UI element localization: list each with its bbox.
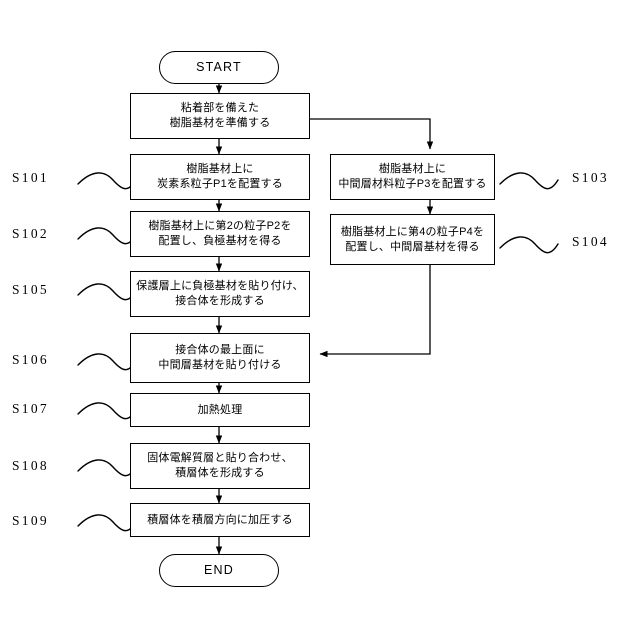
node-s106-line-2: 中間層基材を貼り付ける bbox=[158, 359, 282, 371]
node-end-label: END bbox=[204, 563, 234, 578]
step-label-s101: S101 bbox=[12, 170, 49, 185]
step-label-s106: S106 bbox=[12, 352, 49, 367]
node-s106-line-1: 接合体の最上面に bbox=[175, 344, 265, 357]
node-s103[interactable]: 樹脂基材上に 中間層材料粒子P3を配置する bbox=[330, 154, 495, 200]
leader-wave-s102 bbox=[77, 227, 137, 245]
node-s106[interactable]: 接合体の最上面に 中間層基材を貼り付ける bbox=[130, 333, 310, 383]
node-s108-line-2: 積層体を形成する bbox=[175, 467, 265, 479]
connector-s104-to-s106 bbox=[319, 265, 431, 358]
node-s104-line-1: 樹脂基材上に第4の粒子P4を bbox=[340, 225, 485, 238]
step-label-s107: S107 bbox=[12, 401, 49, 416]
node-s101[interactable]: 樹脂基材上に 炭素系粒子P1を配置する bbox=[130, 154, 310, 200]
node-prepare-resin-substrate[interactable]: 粘着部を備えた 樹脂基材を準備する bbox=[130, 93, 310, 139]
step-label-s109: S109 bbox=[12, 513, 49, 528]
node-prepare-line-2: 樹脂基材を準備する bbox=[169, 117, 271, 129]
node-end[interactable]: END bbox=[159, 554, 279, 587]
leader-wave-s108 bbox=[77, 459, 137, 477]
node-s109[interactable]: 積層体を積層方向に加圧する bbox=[130, 503, 310, 537]
node-s103-line-1: 樹脂基材上に bbox=[378, 163, 447, 176]
node-start[interactable]: START bbox=[159, 51, 279, 84]
leader-wave-s101 bbox=[77, 172, 137, 190]
leader-wave-s105 bbox=[77, 283, 137, 301]
step-label-s108: S108 bbox=[12, 458, 49, 473]
step-label-s104: S104 bbox=[572, 234, 609, 249]
node-s105[interactable]: 保護層上に負極基材を貼り付け、 接合体を形成する bbox=[130, 271, 310, 317]
leader-wave-s109 bbox=[77, 514, 137, 532]
node-start-label: START bbox=[196, 60, 242, 75]
node-s107-line-1: 加熱処理 bbox=[197, 403, 243, 416]
step-label-s105: S105 bbox=[12, 282, 49, 297]
step-label-s103: S103 bbox=[572, 170, 609, 185]
node-s101-line-1: 樹脂基材上に bbox=[186, 163, 254, 176]
node-s107[interactable]: 加熱処理 bbox=[130, 393, 310, 427]
node-s103-line-2: 中間層材料粒子P3を配置する bbox=[338, 178, 487, 190]
leader-wave-s107 bbox=[77, 402, 137, 420]
leader-wave-s103 bbox=[499, 172, 559, 190]
node-s102-line-1: 樹脂基材上に第2の粒子P2を bbox=[148, 220, 292, 233]
node-s104[interactable]: 樹脂基材上に第4の粒子P4を 配置し、中間層基材を得る bbox=[330, 214, 495, 265]
node-s105-line-1: 保護層上に負極基材を貼り付け、 bbox=[136, 280, 304, 293]
leader-wave-s104 bbox=[499, 236, 559, 254]
node-s101-line-2: 炭素系粒子P1を配置する bbox=[157, 178, 283, 190]
node-s105-line-2: 接合体を形成する bbox=[175, 295, 265, 307]
step-label-s102: S102 bbox=[12, 226, 49, 241]
leader-wave-s106 bbox=[77, 353, 137, 371]
connector-prepare-to-s103 bbox=[310, 118, 434, 150]
node-s102-line-2: 配置し、負極基材を得る bbox=[158, 235, 282, 247]
node-s108[interactable]: 固体電解質層と貼り合わせ、 積層体を形成する bbox=[130, 443, 310, 489]
node-s102[interactable]: 樹脂基材上に第2の粒子P2を 配置し、負極基材を得る bbox=[130, 211, 310, 257]
node-s108-line-1: 固体電解質層と貼り合わせ、 bbox=[147, 452, 293, 465]
node-s109-line-1: 積層体を積層方向に加圧する bbox=[147, 513, 293, 526]
node-s104-line-2: 配置し、中間層基材を得る bbox=[345, 240, 480, 253]
node-prepare-line-1: 粘着部を備えた bbox=[180, 102, 260, 115]
